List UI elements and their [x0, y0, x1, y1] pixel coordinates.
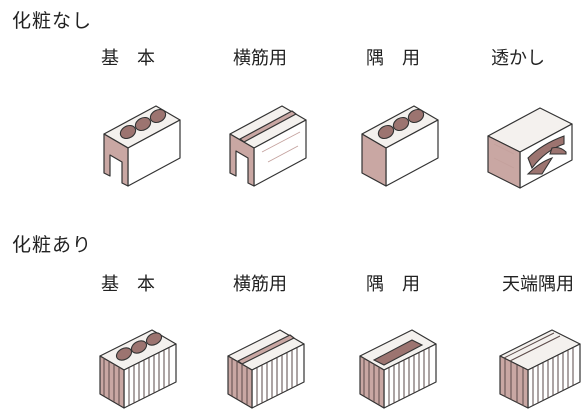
block-plain-openwork: [480, 92, 580, 192]
label-plain-basic: 基 本: [101, 48, 155, 69]
block-plain-horizontal: [218, 92, 318, 192]
label-faced-corner: 隅 用: [366, 274, 420, 295]
label-plain-corner: 隅 用: [366, 48, 420, 69]
section-heading-faced: 化粧あり: [12, 234, 93, 256]
label-faced-basic: 基 本: [101, 274, 155, 295]
block-faced-top-corner: [488, 316, 585, 411]
section-heading-plain: 化粧なし: [12, 10, 93, 32]
label-plain-horizontal: 横筋用: [233, 48, 287, 69]
block-plain-corner: [350, 92, 450, 192]
block-faced-horizontal: [216, 316, 316, 411]
label-faced-top-corner: 天端隅用: [502, 274, 574, 295]
block-faced-corner: [348, 316, 448, 411]
label-faced-horizontal: 横筋用: [233, 274, 287, 295]
block-plain-basic: [92, 92, 192, 192]
block-faced-basic: [88, 316, 188, 411]
label-plain-openwork: 透かし: [491, 48, 545, 69]
